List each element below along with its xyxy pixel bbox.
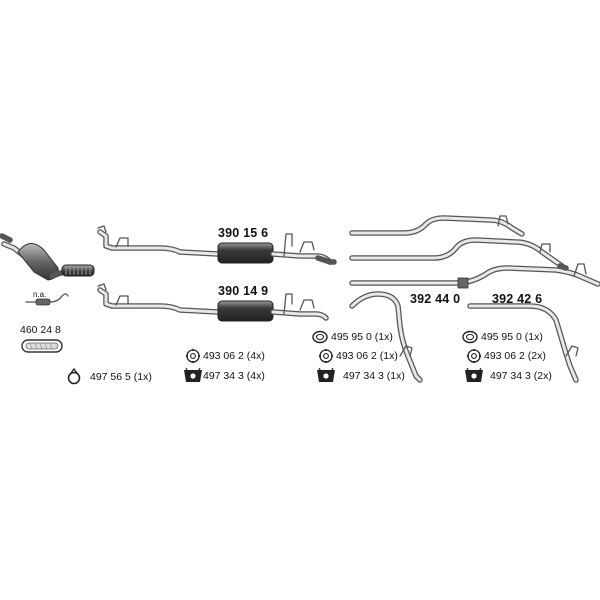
- pipe-part-number-392426: 392 42 6: [492, 292, 543, 306]
- oring-part-label-b: 495 95 0 (1x): [331, 331, 393, 343]
- muffler-part-number-390149: 390 14 9: [218, 284, 269, 298]
- oring-part-label-c: 495 95 0 (1x): [481, 331, 543, 343]
- middle-silencer-390156: [97, 225, 337, 265]
- o-ring-icon: [312, 330, 328, 344]
- ring-part-label-b: 493 06 2 (1x): [336, 350, 398, 362]
- rubber-mount-icon: [184, 367, 202, 382]
- middle-silencer-390149: [97, 283, 329, 322]
- clamp-part-label: 497 56 5 (1x): [90, 371, 152, 383]
- o-ring-icon: [462, 330, 478, 344]
- rubber-part-label-a: 497 34 3 (4x): [203, 370, 265, 382]
- muffler-part-number-390156: 390 15 6: [218, 226, 269, 240]
- tail-pipes-group: [349, 215, 600, 289]
- mounting-ring-icon: [318, 348, 334, 364]
- sensor-na-label: n.a.: [33, 290, 47, 299]
- gasket-part-number: 460 24 8: [20, 324, 61, 336]
- pipe-392440: [349, 291, 423, 383]
- rubber-part-label-b: 497 34 3 (1x): [343, 370, 405, 382]
- pipe-392426: [467, 303, 579, 383]
- ring-part-label-a: 493 06 2 (4x): [203, 350, 265, 362]
- catalytic-converter-icon: [0, 233, 95, 281]
- ring-part-label-c: 493 06 2 (2x): [484, 350, 546, 362]
- pipe-part-number-392440: 392 44 0: [410, 292, 461, 306]
- mounting-ring-icon: [466, 348, 482, 364]
- clamp-icon: [67, 367, 81, 385]
- sensor-icon: [25, 293, 69, 306]
- rubber-mount-icon: [465, 367, 483, 382]
- mounting-ring-icon: [185, 348, 201, 364]
- rubber-mount-icon: [317, 367, 335, 382]
- gasket-icon: [21, 339, 63, 353]
- rubber-part-label-c: 497 34 3 (2x): [490, 370, 552, 382]
